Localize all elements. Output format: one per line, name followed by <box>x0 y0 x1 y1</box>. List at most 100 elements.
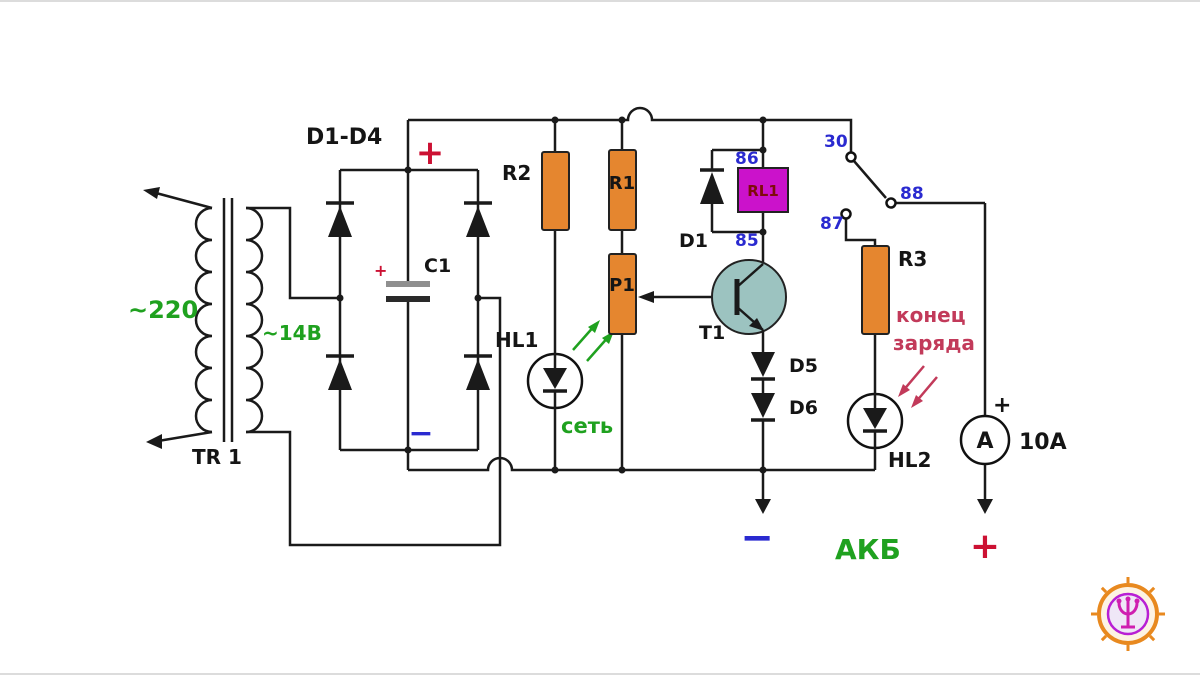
junction-dots <box>336 116 767 474</box>
resistor-r3-body <box>861 245 890 335</box>
logo-trident-icon <box>1117 601 1139 629</box>
battery-minus-label: − <box>740 515 774 561</box>
hl2-indicator-lines <box>901 365 938 404</box>
ammeter-rating-label: 10A <box>1019 430 1067 455</box>
hl1-label: HL1 <box>495 328 538 352</box>
contact-88-label: 88 <box>900 184 924 204</box>
capacitor-plus-label: + <box>374 261 387 280</box>
hl1-emission-arrow-icon <box>588 320 600 333</box>
junction-dot <box>404 446 412 454</box>
junction-dot <box>759 228 767 236</box>
bridge-label: D1-D4 <box>306 125 382 150</box>
mains-arrow-icon <box>146 434 162 449</box>
frame-edge-bottom <box>0 673 1200 675</box>
bridge-minus-label: − <box>408 416 433 451</box>
contact-wires <box>844 160 985 246</box>
emitter-arrow-icon <box>749 318 764 331</box>
p1-wiper-arrow-icon <box>638 291 654 303</box>
primary-winding-coil <box>194 206 213 434</box>
bottom-supply-bus <box>408 456 875 472</box>
bridge-diode-icon <box>466 359 490 390</box>
battery-terminals: − АКБ + <box>740 515 1000 567</box>
junction-dot <box>618 116 626 124</box>
relay-coil-body <box>737 167 789 213</box>
hl2-indicator-arrow-icon <box>911 395 923 408</box>
hl2-label: HL2 <box>888 448 931 472</box>
branch-r2-hl1: R2 HL1 сеть <box>495 120 614 470</box>
bridge-diode-icon <box>466 206 490 237</box>
resistor-r2-body <box>541 151 570 231</box>
hl1-caption: сеть <box>561 414 613 438</box>
branch-d5-d6: D5 D6 <box>751 330 818 514</box>
frame-edge-top <box>0 0 1200 2</box>
junction-dot <box>759 116 767 124</box>
resistor-r1-body <box>608 149 637 231</box>
transformer-label: TR 1 <box>192 445 242 469</box>
secondary-winding-coil <box>245 206 264 434</box>
hl2-led-triangle <box>863 408 887 429</box>
capacitor-label: C1 <box>424 255 451 277</box>
ammeter-body <box>959 414 1011 466</box>
ammeter-symbol: A <box>976 429 993 454</box>
ammeter-branch: + A 10A <box>959 203 1067 514</box>
secondary-leads <box>246 206 502 547</box>
hl1-led-triangle <box>543 368 567 389</box>
transistor-label: T1 <box>699 322 725 344</box>
contact-87-label: 87 <box>820 214 844 234</box>
ammeter-plus-label: + <box>993 393 1011 418</box>
contact-87-terminal <box>840 208 852 220</box>
relay-label: RL1 <box>747 182 779 200</box>
logo-dot <box>1125 596 1131 602</box>
bridge-diode-bars <box>326 201 492 358</box>
top-supply-bus <box>408 106 853 152</box>
potentiometer-p1-label: P1 <box>609 275 635 296</box>
battery-plus-arrow-icon <box>977 499 993 514</box>
bridge-diode-icon <box>328 206 352 237</box>
junction-dot <box>551 466 559 474</box>
junction-dot <box>404 166 412 174</box>
hl2-indicator-arrow-icon <box>898 384 910 397</box>
mains-leads <box>155 191 213 443</box>
transistor-body <box>711 259 787 335</box>
transformer-core <box>222 198 234 442</box>
transformer: ~220 ~14В TR 1 <box>128 187 502 547</box>
mains-arrow-icon <box>143 187 160 199</box>
potentiometer-p1-body <box>608 253 637 335</box>
d1-diode-icon <box>700 172 724 204</box>
r1-p1-wires <box>620 120 737 470</box>
relay-and-d1: RL1 86 85 D1 <box>679 120 789 263</box>
logo-dot <box>1134 598 1140 604</box>
branch-r3-hl2: R3 конец заряда HL2 <box>846 245 975 472</box>
transistor-t1: T1 <box>699 259 787 344</box>
logo-dot <box>1116 598 1122 604</box>
bridge-plus-label: + <box>416 133 445 173</box>
battery-minus-arrow-icon <box>755 499 771 514</box>
primary-voltage-label: ~220 <box>128 296 198 324</box>
d6-diode-icon <box>751 393 775 418</box>
watermark-logo <box>1091 577 1165 651</box>
relay-pin-86-label: 86 <box>735 149 759 169</box>
junction-dot <box>759 466 767 474</box>
contact-30-terminal <box>845 151 857 163</box>
relay-pin-85-label: 85 <box>735 231 759 251</box>
d5-label: D5 <box>789 355 818 377</box>
branch-r1-p1: R1 P1 <box>608 120 737 470</box>
battery-label: АКБ <box>835 533 901 566</box>
d5-diode-icon <box>751 352 775 377</box>
contact-88-terminal <box>885 197 897 209</box>
bridge-diode-icon <box>328 359 352 390</box>
d6-label: D6 <box>789 397 818 419</box>
junction-dot <box>618 466 626 474</box>
relay-d1-wires <box>710 120 765 263</box>
d1-label: D1 <box>679 230 708 252</box>
relay-contacts: 30 87 88 <box>820 132 985 246</box>
junction-dot <box>474 294 482 302</box>
secondary-voltage-label: ~14В <box>262 321 322 345</box>
end-of-charge-label-1: конец <box>896 303 966 327</box>
logo-rays <box>1091 577 1165 651</box>
junction-dot <box>336 294 344 302</box>
bridge-rectifier: D1-D4 + − C1 + <box>306 120 492 470</box>
resistor-r3-label: R3 <box>898 247 927 271</box>
